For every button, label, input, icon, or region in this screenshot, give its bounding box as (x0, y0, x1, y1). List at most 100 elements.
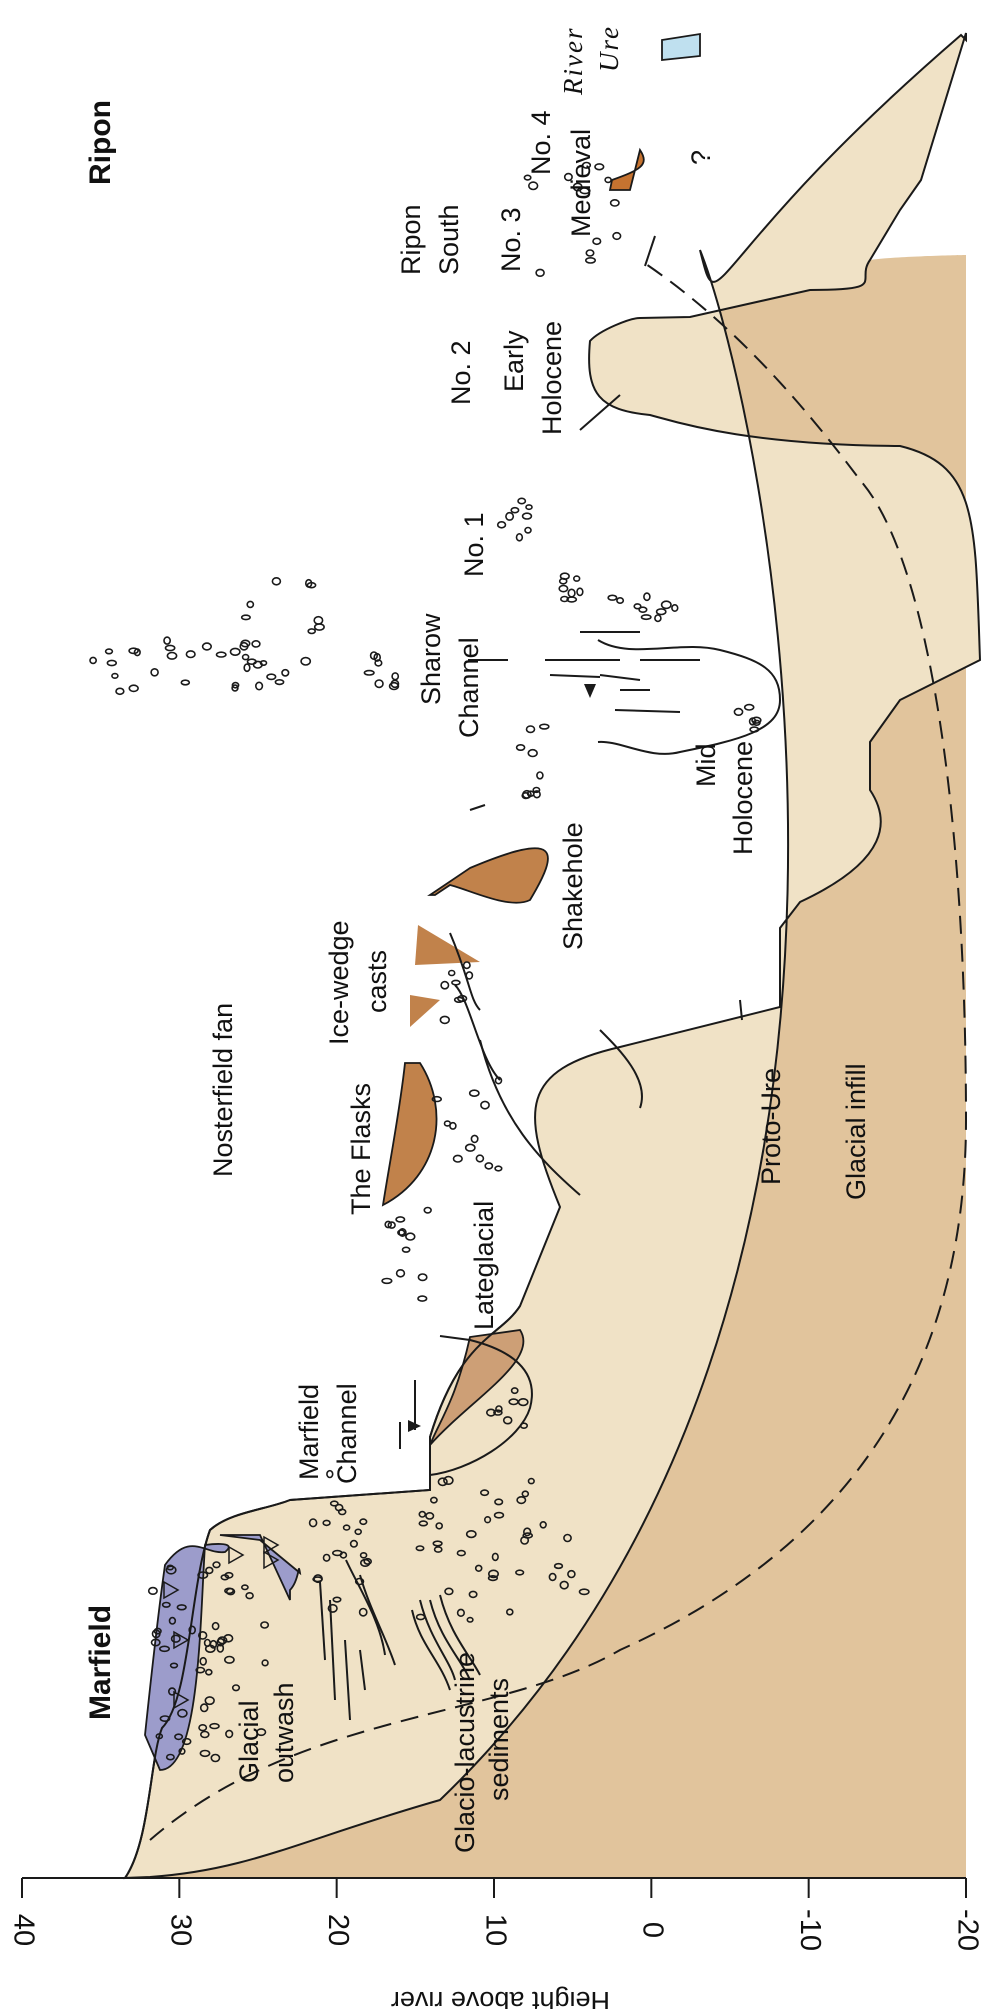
river-ure-label-1: River (558, 27, 588, 96)
pebble (116, 688, 124, 694)
pebble (577, 588, 583, 595)
pebble (574, 576, 580, 581)
terrace-no2-label: No. 2 (446, 340, 476, 405)
pebble (449, 971, 455, 976)
terrace-no3-label: No. 3 (496, 207, 526, 272)
early-holocene-label-2: Holocene (537, 321, 567, 435)
sharow-channel-label-1: Sharow (416, 613, 446, 705)
pebble (314, 617, 322, 624)
marfield-channel-label-2: Channel (332, 1383, 362, 1484)
axis-tick-label: 40 (7, 1914, 39, 1946)
pebble (639, 607, 647, 612)
pebble (242, 615, 250, 619)
pebble (243, 655, 249, 660)
pebble (466, 972, 472, 979)
pebble (308, 629, 315, 634)
pebble (568, 589, 575, 597)
terrace-no4-label: No. 4 (526, 110, 556, 175)
mid-holocene-label-1: Mid (691, 743, 721, 787)
pebble (454, 1155, 463, 1162)
pebble (217, 652, 226, 657)
pebble (129, 685, 138, 691)
pebble (244, 664, 250, 671)
pebble (605, 177, 611, 182)
shakehole-label: Shakehole (558, 822, 588, 950)
pebble (608, 595, 616, 600)
pebble (392, 673, 398, 680)
terrace-edge (580, 395, 620, 430)
pebble (470, 1090, 479, 1096)
mid-holocene-label-2: Holocene (728, 741, 758, 855)
glacial-infill-label: Glacial infill (841, 1063, 871, 1200)
pebble (537, 772, 543, 779)
pebble (511, 508, 518, 513)
ice-wedge-label-1: Ice-wedge (324, 920, 354, 1045)
pebble (518, 498, 525, 503)
pebble (517, 745, 525, 750)
pebble (247, 601, 253, 607)
pebble (586, 250, 593, 256)
pebble (424, 1208, 431, 1213)
pebble (662, 601, 671, 608)
pebble (476, 1155, 483, 1162)
pebble (524, 175, 530, 180)
pebble (231, 648, 240, 655)
pebble (186, 651, 195, 658)
proto-ure-label: Proto-Ure (756, 1068, 786, 1185)
pebble (272, 578, 280, 585)
axis-tick-label: 30 (165, 1914, 197, 1946)
marfield-label: Marfield (84, 1605, 117, 1720)
pebble (149, 1588, 157, 1595)
pebble (540, 724, 549, 729)
pebble (593, 238, 601, 244)
pebble (275, 680, 283, 685)
the-flasks-label: The Flasks (346, 1083, 376, 1215)
pebble (166, 645, 175, 650)
pebble (90, 657, 96, 663)
pebble (498, 522, 506, 528)
pebble (642, 615, 651, 619)
pebble (586, 258, 595, 263)
pebble (560, 579, 567, 584)
pebble (644, 593, 650, 600)
pebble (529, 182, 538, 189)
sharow-channel-outline (598, 640, 780, 754)
pebble (464, 962, 470, 968)
pebble (203, 643, 212, 650)
pebble (528, 750, 537, 757)
pebble (252, 641, 260, 647)
pebble (418, 1274, 426, 1280)
nosterfield-fan-label: Nosterfield fan (208, 1003, 238, 1177)
pebble (167, 653, 176, 660)
pebble (611, 200, 619, 206)
pebble (256, 682, 263, 689)
pebble (495, 1166, 502, 1171)
sharow-channel-arrow (468, 660, 620, 698)
pebble (617, 598, 623, 603)
pebble (452, 980, 460, 984)
pebble (745, 705, 754, 710)
axis-tick-label: 10 (479, 1914, 511, 1946)
pebble (506, 513, 513, 520)
terrace-no1-label: No. 1 (459, 512, 489, 577)
pebble (481, 1101, 489, 1108)
pebble (397, 1270, 405, 1277)
pebble (282, 670, 289, 676)
terrace-edge (645, 236, 655, 266)
glacial-outwash-label-2: outwash (269, 1682, 299, 1783)
pebble (267, 674, 276, 679)
pebble (523, 513, 532, 519)
ice-wedge-cast-fill (410, 995, 440, 1027)
pebble (672, 605, 678, 611)
the-flasks-fill (383, 1063, 437, 1205)
medieval-label: Medieval (566, 129, 596, 237)
glacial-outwash-label-1: Glacial (234, 1700, 264, 1783)
sharow-channel-label-2: Channel (454, 637, 484, 738)
medieval-deposit (610, 150, 644, 190)
pebble (315, 624, 324, 630)
early-holocene-label-1: Early (499, 330, 529, 392)
pebble (301, 658, 310, 665)
pebble (406, 1233, 415, 1240)
shakehole-fill (430, 848, 548, 903)
pebble (657, 609, 666, 615)
